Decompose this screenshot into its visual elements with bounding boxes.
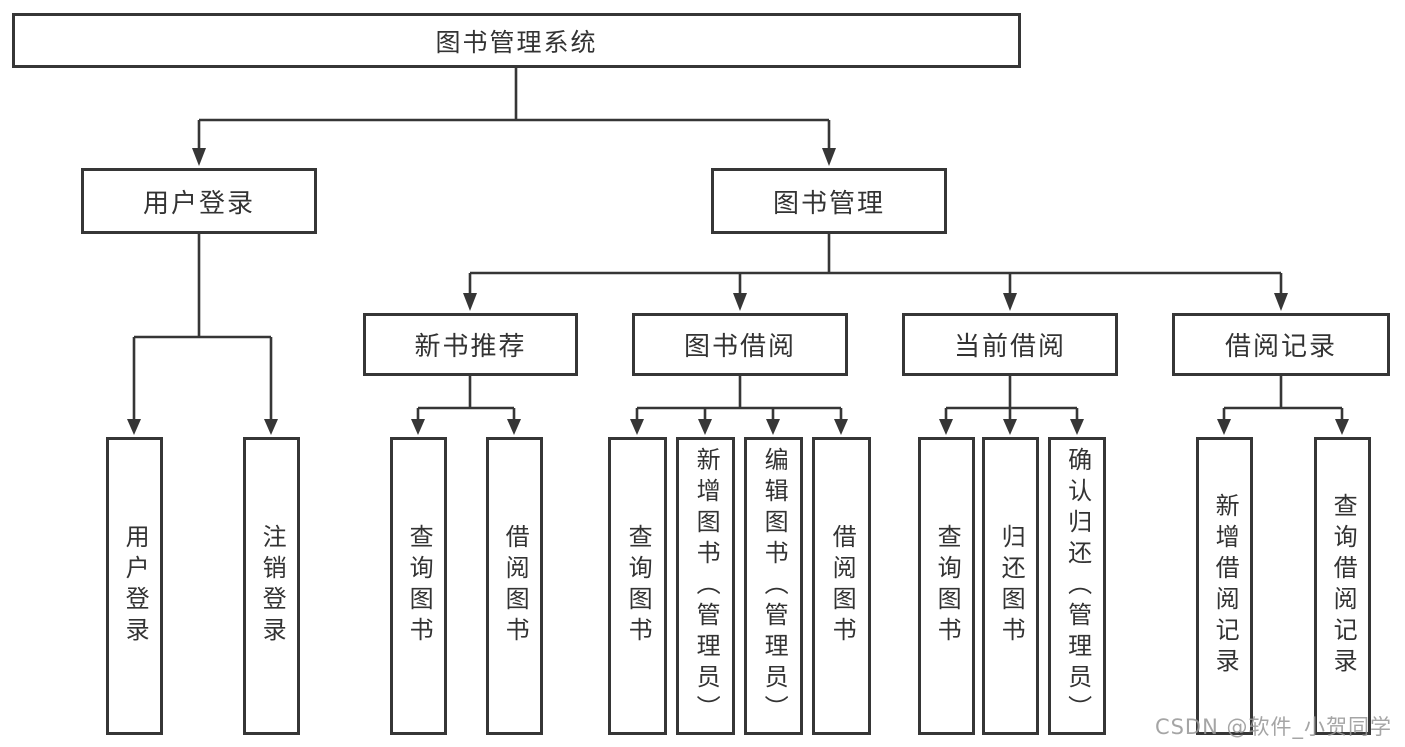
leaf-logout: 注销登录 [243, 437, 300, 735]
leaf-current-confirm-return-admin: 确认归还（管理员） [1048, 437, 1106, 735]
connector-drops [132, 120, 1344, 421]
leaf-label: 用户登录 [121, 524, 150, 648]
leaf-borrowing-query-books: 查询图书 [608, 437, 667, 735]
leaf-label: 编辑图书（管理员） [760, 446, 789, 726]
node-book-borrowing: 图书借阅 [632, 313, 848, 376]
leaf-label: 借阅图书 [501, 524, 530, 648]
leaf-records-add-record: 新增借阅记录 [1196, 437, 1253, 735]
leaf-label: 查询借阅记录 [1329, 493, 1358, 679]
leaf-current-return-books: 归还图书 [982, 437, 1039, 735]
node-user-login: 用户登录 [81, 168, 317, 234]
leaf-label: 注销登录 [258, 524, 287, 648]
leaf-borrowing-edit-books-admin: 编辑图书（管理员） [744, 437, 803, 735]
node-label: 借阅记录 [1224, 332, 1337, 362]
node-label: 图书管理系统 [435, 27, 598, 57]
node-label: 当前借阅 [953, 332, 1066, 362]
node-book-management: 图书管理 [711, 168, 947, 234]
connector-spines [134, 68, 1342, 410]
node-new-book-recommend: 新书推荐 [363, 313, 578, 376]
leaf-label: 新增借阅记录 [1211, 493, 1240, 679]
node-label: 用户登录 [142, 188, 255, 219]
leaf-borrowing-borrow-books: 借阅图书 [812, 437, 871, 735]
leaf-records-query-record: 查询借阅记录 [1314, 437, 1371, 735]
leaf-recommend-borrow-books: 借阅图书 [486, 437, 543, 735]
node-label: 图书管理 [772, 188, 885, 219]
leaf-current-query-books: 查询图书 [918, 437, 975, 735]
node-label: 图书借阅 [683, 332, 796, 362]
leaf-label: 借阅图书 [828, 524, 857, 648]
leaf-label: 归还图书 [997, 524, 1026, 648]
leaf-user-login: 用户登录 [106, 437, 163, 735]
leaf-recommend-query-books: 查询图书 [390, 437, 447, 735]
leaf-label: 新增图书（管理员） [692, 446, 721, 726]
node-borrowing-records: 借阅记录 [1172, 313, 1390, 376]
leaf-borrowing-add-books-admin: 新增图书（管理员） [676, 437, 735, 735]
node-label: 新书推荐 [414, 332, 527, 362]
leaf-label: 查询图书 [933, 524, 962, 648]
csdn-watermark: CSDN @软件_小贺同学 [1154, 715, 1392, 739]
node-library-management-system: 图书管理系统 [12, 13, 1021, 68]
leaf-label: 查询图书 [624, 524, 653, 648]
leaf-label: 查询图书 [405, 524, 434, 648]
leaf-label: 确认归还（管理员） [1063, 446, 1092, 726]
node-current-borrowing: 当前借阅 [902, 313, 1118, 376]
